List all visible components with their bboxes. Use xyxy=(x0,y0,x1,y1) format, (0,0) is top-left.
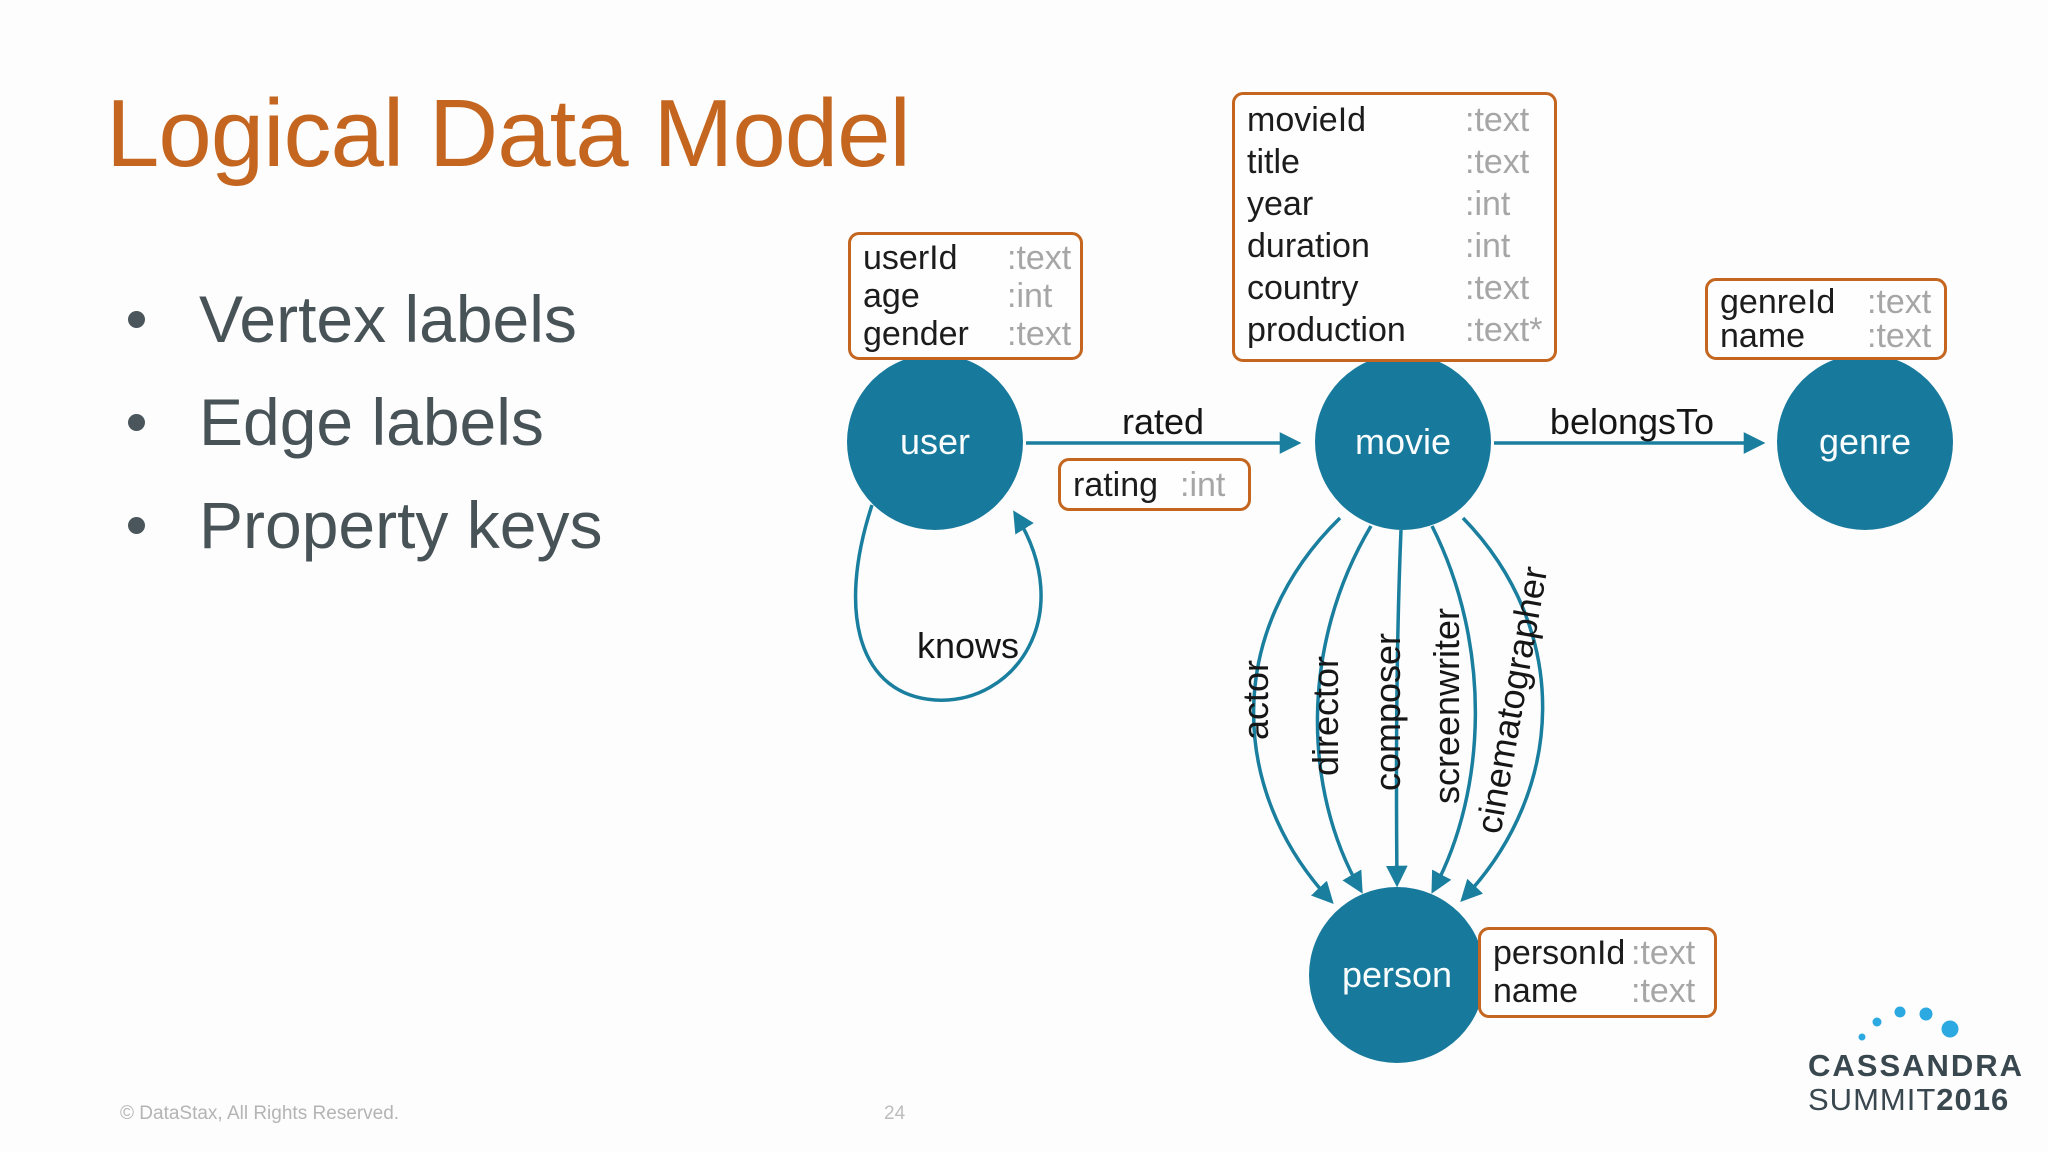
list-item: Vertex labels xyxy=(128,279,602,359)
rating-property-table: rating :int xyxy=(1058,458,1251,511)
edge-cinematographer xyxy=(1460,516,1545,902)
logo-text-summit2016: SUMMIT2016 xyxy=(1808,1082,2009,1118)
edge-label-screenwriter: screenwriter xyxy=(1426,607,1467,805)
table-row: genreId :text xyxy=(1720,285,1932,319)
vertex-label: movie xyxy=(1354,421,1452,462)
edge-director xyxy=(1315,525,1373,894)
bullet-label: Property keys xyxy=(199,488,603,562)
bullet-list: Vertex labels Edge labels Property keys xyxy=(128,279,602,588)
table-row: country :text xyxy=(1247,267,1542,309)
property-name: duration xyxy=(1247,227,1370,265)
table-row: title :text xyxy=(1247,141,1542,183)
table-row: production :text* xyxy=(1247,309,1542,351)
property-name: country xyxy=(1247,269,1359,307)
bullet-dot-icon xyxy=(128,413,145,431)
edge-knows xyxy=(853,504,1043,702)
bullet-label: Edge labels xyxy=(199,385,544,459)
table-row: movieId :text xyxy=(1247,99,1542,141)
property-name: personId xyxy=(1493,934,1626,972)
property-name: age xyxy=(863,277,920,315)
property-type: :text xyxy=(1631,972,1696,1010)
property-name: genreId xyxy=(1720,283,1836,321)
edge-label-actor: actor xyxy=(1235,659,1276,741)
vertex-label: user xyxy=(899,421,971,462)
table-row: rating :int xyxy=(1073,465,1236,505)
property-type: :text xyxy=(1631,934,1696,972)
table-row: personId :text xyxy=(1493,934,1702,972)
property-name: title xyxy=(1247,143,1300,181)
list-item: Property keys xyxy=(128,485,602,565)
property-type: :text* xyxy=(1465,311,1543,349)
property-type: :text xyxy=(1867,283,1932,321)
vertex-user: user xyxy=(847,354,1023,530)
person-property-table: personId :text name :text xyxy=(1478,927,1717,1018)
edge-label-rated: rated xyxy=(1121,401,1205,442)
property-type: :text xyxy=(1867,317,1932,355)
property-type: :text xyxy=(1465,143,1530,181)
edge-actor xyxy=(1251,516,1342,904)
bullet-label: Vertex labels xyxy=(199,282,577,356)
property-type: :text xyxy=(1007,239,1072,277)
property-name: year xyxy=(1247,185,1314,223)
property-name: rating xyxy=(1073,466,1159,504)
logo-dots-icon xyxy=(1858,1006,1959,1041)
vertex-person: person xyxy=(1309,887,1485,1063)
page-title: Logical Data Model xyxy=(106,80,911,187)
list-item: Edge labels xyxy=(128,382,602,462)
property-type: :int xyxy=(1180,466,1226,504)
table-row: age :int xyxy=(863,277,1068,315)
table-row: name :text xyxy=(1720,319,1932,353)
property-type: :int xyxy=(1465,185,1511,223)
property-type: :int xyxy=(1007,277,1053,315)
property-type: :text xyxy=(1465,269,1530,307)
property-type: :text xyxy=(1007,315,1072,353)
edge-label-director: director xyxy=(1305,655,1346,777)
vertex-genre: genre xyxy=(1777,354,1953,530)
edge-label-composer: composer xyxy=(1367,632,1408,792)
copyright-text: © DataStax, All Rights Reserved. xyxy=(120,1103,400,1124)
property-type: :text xyxy=(1465,101,1530,139)
genre-property-table: genreId :text name :text xyxy=(1705,278,1947,360)
table-row: name :text xyxy=(1493,972,1702,1010)
bullet-dot-icon xyxy=(128,310,145,328)
table-row: duration :int xyxy=(1247,225,1542,267)
property-type: :int xyxy=(1465,227,1511,265)
logo-text-2016: 2016 xyxy=(1936,1082,2010,1117)
property-name: production xyxy=(1247,311,1406,349)
edge-label-knows: knows xyxy=(916,625,1020,666)
property-name: name xyxy=(1720,317,1806,355)
table-row: gender :text xyxy=(863,315,1072,353)
edge-composer xyxy=(1385,529,1408,888)
movie-property-table: movieId :text title :text year :int dura… xyxy=(1232,92,1557,362)
logo-text-cassandra: CASSANDRA xyxy=(1808,1048,2025,1083)
cassandra-summit-logo: CASSANDRA SUMMIT2016 xyxy=(1806,998,2036,1123)
vertex-label: person xyxy=(1341,954,1453,995)
property-name: gender xyxy=(863,315,969,353)
table-row: year :int xyxy=(1247,183,1542,225)
property-name: userId xyxy=(863,239,958,277)
page-number: 24 xyxy=(884,1103,906,1124)
bullet-dot-icon xyxy=(128,516,145,534)
table-row: userId :text xyxy=(863,239,1072,277)
edge-label-belongsto: belongsTo xyxy=(1549,401,1715,442)
user-property-table: userId :text age :int gender :text xyxy=(848,232,1083,360)
logo-text-summit: SUMMIT xyxy=(1808,1082,1937,1117)
property-name: movieId xyxy=(1247,101,1367,139)
edge-screenwriter xyxy=(1430,525,1478,894)
vertex-label: genre xyxy=(1818,421,1912,462)
property-name: name xyxy=(1493,972,1579,1010)
vertex-movie: movie xyxy=(1315,354,1491,530)
